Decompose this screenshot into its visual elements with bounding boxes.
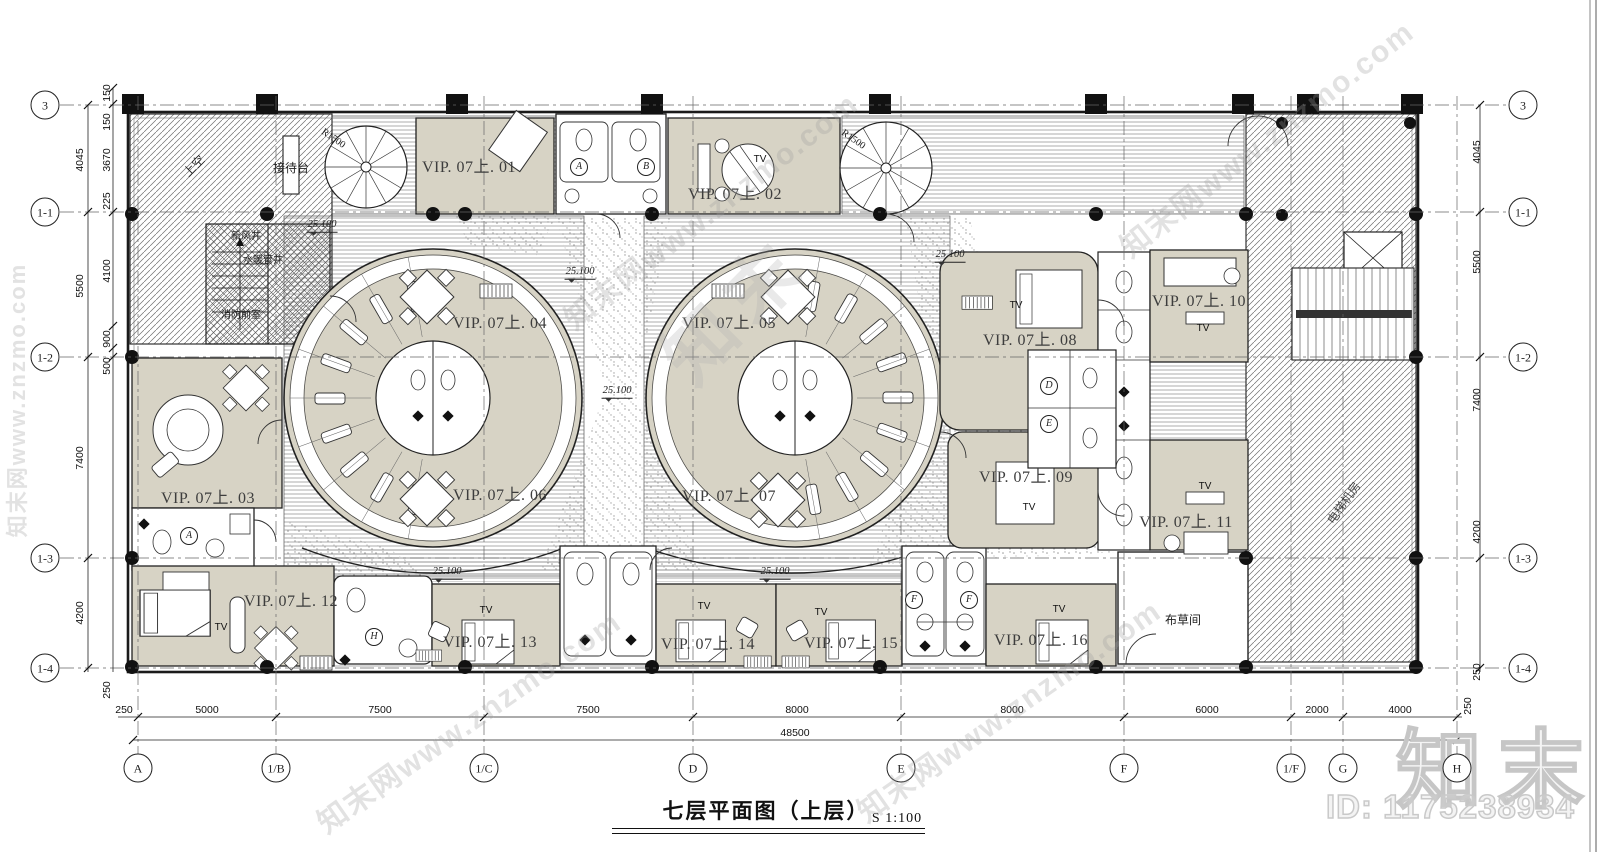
spiral-stair-2 bbox=[839, 121, 933, 215]
drawing-title: 七层平面图（上层） bbox=[662, 799, 870, 823]
left-vip-circle bbox=[283, 248, 583, 548]
void-top-left bbox=[129, 113, 333, 345]
right-vip-circle bbox=[645, 248, 945, 548]
void-right bbox=[1227, 113, 1417, 663]
bottom-rooms bbox=[131, 545, 1249, 671]
watermark-brand: 知末 bbox=[1395, 722, 1600, 820]
outer-wall bbox=[126, 110, 1420, 674]
right-mid-rooms bbox=[939, 249, 1249, 555]
spiral-stair-1 bbox=[324, 125, 408, 209]
grid-lines bbox=[60, 96, 1510, 754]
drawing-scale: S 1:100 bbox=[871, 811, 923, 826]
dimension-chains bbox=[83, 83, 1485, 745]
top-rooms bbox=[282, 109, 841, 215]
watermark-id: ID: 1175238934 bbox=[1325, 787, 1575, 826]
left-rooms bbox=[131, 357, 283, 571]
title-underline bbox=[612, 828, 925, 834]
